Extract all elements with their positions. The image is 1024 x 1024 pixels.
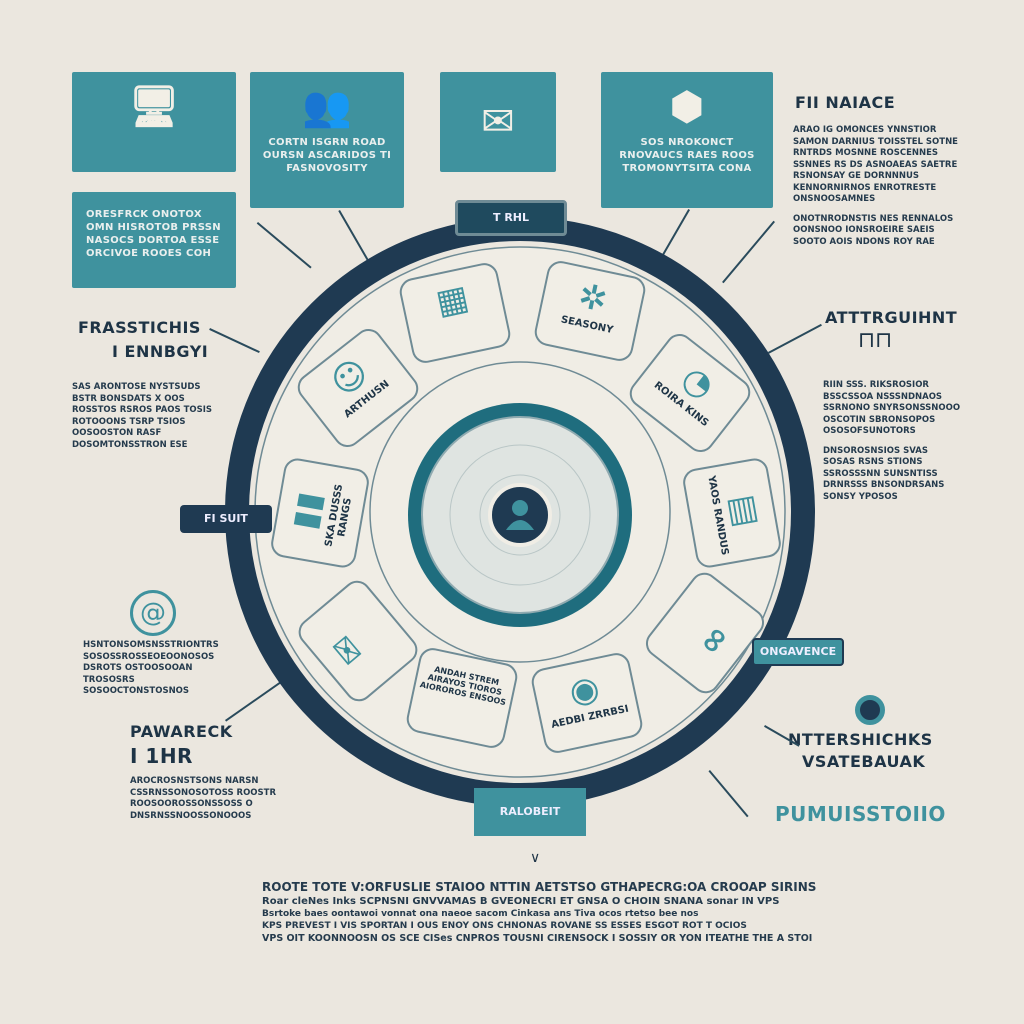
right-top-title: FII NAIACE	[795, 93, 896, 112]
badge-right[interactable]: ONGAVENCE	[752, 638, 844, 666]
footer-line: VPS OIT KOONNOOSN OS SCE CISes CNPROS TO…	[262, 933, 813, 944]
right-top-para: ARAO IG OMONCES YNNSTIOR SAMON DARNIUS T…	[793, 125, 958, 204]
card-text: ORESFRCK ONOTOX OMN HISROTOB PRSSN NASOC…	[86, 209, 221, 259]
left-mid-block: FRASSTICHIS I ENNBGYI SAS ARONTOSE NYSTS…	[72, 318, 224, 451]
card-text: CORTN ISGRN ROAD OURSN ASCARIDOS TI FASN…	[262, 137, 392, 174]
left-mid-title: FRASSTICHIS	[78, 318, 201, 337]
left-bottom-subtitle: I 1HR	[130, 744, 193, 768]
right-top-block: FII NAIACE ARAO IG OMONCES YNNSTIOR SAMO…	[793, 93, 963, 248]
footer-line: Bsrtoke baes oontawoi vonnat ona naeoe s…	[262, 909, 699, 919]
left-low-para: HSNTONSOMSNSSTRIONTRS SOSOSSROSSEOEOONOS…	[83, 640, 219, 696]
card-office: 🖥	[72, 72, 236, 172]
tile-label: ANDAH STREM AIRAYOS TIOROS AIOROROS ENSO…	[419, 664, 507, 708]
table-icon: ⊓⊓	[858, 328, 893, 353]
card-text: SOS NROKONCT RNOVAUCS RAES ROOS TROMONYT…	[619, 137, 755, 174]
people-icon: 👥	[301, 84, 353, 130]
right-bottom-title: NTTERSHICHKS	[788, 730, 933, 749]
card-text-block: ORESFRCK ONOTOX OMN HISROTOB PRSSN NASOC…	[72, 192, 236, 288]
right-mid-para: RIIN SSS. RIKSROSIOR BSSCSSOA NSSSNDNAOS…	[823, 380, 961, 436]
badge-left[interactable]: FI SUIT	[180, 505, 272, 533]
hub-ring	[369, 361, 671, 663]
left-mid-subtitle: I ENNBGYI	[112, 342, 209, 361]
right-top-para2: ONOTNRODNSTIS NES RENNALOS OONSNOO IONSR…	[793, 213, 954, 247]
envelope-icon: ✉	[481, 99, 515, 145]
left-bottom-block: PAWARECK I 1HR AROCROSNSTSONS NARSN CSSR…	[130, 722, 315, 822]
right-bottom-block: NTTERSHICHKS VSATEBAUAK	[788, 730, 988, 772]
center-grid	[449, 444, 591, 586]
right-mid-title: ATTTRGUIHNT	[825, 308, 958, 327]
chevron-down-icon: ∨	[530, 850, 541, 866]
footer-line: KPS PREVEST I VIS SPORTAN I OUS ENOY ONS…	[262, 921, 747, 931]
hand-box-icon: ⬢	[669, 84, 705, 130]
right-mid-block: ATTTRGUIHNT ⊓⊓ RIIN SSS. RIKSROSIOR BSSC…	[823, 308, 963, 503]
footer-line: Roar cleNes Inks SCPNSNI GNVVAMAS B GVEO…	[262, 896, 780, 907]
card-hand: ⬢ SOS NROKONCT RNOVAUCS RAES ROOS TROMONY…	[601, 72, 773, 208]
right-mid-para2: DNSOROSNSIOS SVAS SOSAS RSNS STIONS SSRO…	[823, 445, 945, 502]
footer-text: ROOTE TOTE V:ORFUSLIE STAIOO NTTIN AETST…	[262, 880, 922, 945]
brand-text: PUMUISSTOIIO	[775, 802, 946, 826]
card-envelope: ✉	[440, 72, 556, 172]
left-bottom-title: PAWARECK	[130, 722, 233, 741]
office-desk-icon: 🖥	[128, 84, 180, 130]
gear-icon	[855, 695, 885, 725]
at-icon: @	[130, 590, 176, 636]
tile-bar-chart[interactable]: ▮▮SKA DUSSS RANGS	[268, 456, 372, 570]
badge-top[interactable]: T RHL	[455, 200, 567, 236]
left-bottom-para: AROCROSNSTSONS NARSN CSSRNSSONOSOTOSS RO…	[130, 776, 276, 821]
center-grid-inner	[479, 474, 561, 556]
badge-bottom[interactable]: RALOBEIT	[474, 788, 586, 836]
avatar-head	[512, 500, 528, 516]
card-people: 👥 CORTN ISGRN ROAD OURSN ASCARIDOS TI FAS…	[250, 72, 404, 208]
avatar-body	[506, 520, 534, 530]
right-bottom-subtitle: VSATEBAUAK	[802, 752, 926, 771]
tile-document[interactable]: ▤YAOS RANDUS	[680, 456, 784, 570]
chart-grid-icon: ▦	[432, 277, 473, 324]
footer-line: ROOTE TOTE V:ORFUSLIE STAIOO NTTIN AETST…	[262, 880, 817, 894]
left-mid-para: SAS ARONTOSE NYSTSUDS BSTR BONSDATS X OO…	[72, 382, 213, 450]
